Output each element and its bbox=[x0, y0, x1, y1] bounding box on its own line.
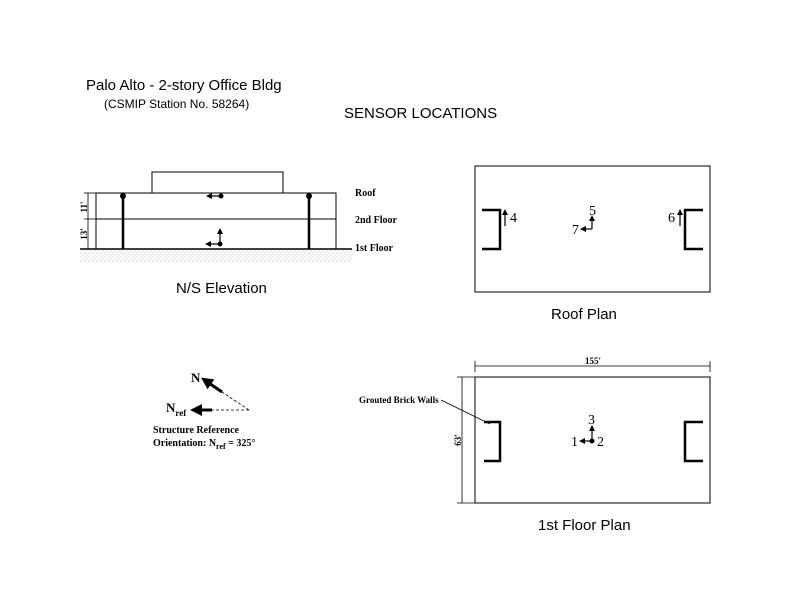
sensor-6-label: 6 bbox=[668, 211, 675, 226]
north-dashed-line bbox=[209, 383, 250, 411]
floor-plan-caption: 1st Floor Plan bbox=[538, 517, 631, 534]
dim-lower-label: 13' bbox=[79, 228, 89, 240]
sensor-5-label: 5 bbox=[589, 204, 596, 219]
first-floor-plan: 155' 63' Grouted Brick Walls 3 1 2 bbox=[359, 356, 711, 504]
level-first-label: 1st Floor bbox=[355, 243, 394, 254]
nref-label: Nref bbox=[166, 400, 187, 418]
north-arrow bbox=[201, 377, 223, 394]
dim-upper-label: 11' bbox=[79, 201, 89, 212]
roof-wall-right bbox=[683, 208, 703, 251]
penthouse-outline bbox=[151, 171, 284, 194]
walls-leader-line bbox=[440, 399, 491, 425]
roof-wall-left bbox=[482, 208, 502, 251]
roof-plan: 4 6 5 7 bbox=[474, 165, 711, 293]
floor-wall-left bbox=[484, 420, 502, 463]
structure-reference-line2: Orientation: Nref = 325° bbox=[153, 438, 255, 451]
grouted-brick-walls-label: Grouted Brick Walls bbox=[359, 395, 439, 405]
elevation-caption: N/S Elevation bbox=[176, 280, 267, 297]
roof-sensor-dot bbox=[218, 193, 224, 199]
sensor-1-label: 1 bbox=[571, 435, 578, 450]
floor-plan-outline bbox=[474, 376, 711, 504]
sensor-2-label: 2 bbox=[597, 435, 604, 450]
sensor-3-label: 3 bbox=[588, 413, 595, 428]
north-label: N bbox=[191, 370, 201, 385]
wall-right-sensor-dot bbox=[306, 193, 312, 199]
depth-dimension-label: 63' bbox=[453, 434, 463, 446]
station-subtitle: (CSMIP Station No. 58264) bbox=[104, 97, 250, 111]
ground-hatch bbox=[80, 249, 352, 263]
structure-reference-line1: Structure Reference bbox=[153, 425, 240, 436]
page-title: Palo Alto - 2-story Office Bldg bbox=[86, 77, 282, 94]
floor-sensor-dot bbox=[217, 241, 223, 247]
sensor-2-dot bbox=[589, 438, 595, 444]
roof-plan-outline bbox=[474, 165, 711, 293]
wall-left-sensor-dot bbox=[120, 193, 126, 199]
floor-wall-right bbox=[683, 420, 703, 463]
width-dimension-label: 155' bbox=[585, 356, 601, 366]
level-roof-label: Roof bbox=[355, 188, 376, 199]
roof-plan-caption: Roof Plan bbox=[551, 306, 617, 323]
sensor-4-label: 4 bbox=[510, 211, 517, 226]
sensor-7-label: 7 bbox=[572, 223, 579, 238]
ns-elevation: 11' 13' Roof 2nd Floor 1st Floor bbox=[79, 171, 398, 263]
building-outline bbox=[95, 192, 337, 250]
orientation-indicator: N Nref Structure Reference Orientation: … bbox=[153, 370, 255, 451]
level-second-label: 2nd Floor bbox=[355, 215, 398, 226]
sensor-locations-heading: SENSOR LOCATIONS bbox=[344, 105, 498, 122]
